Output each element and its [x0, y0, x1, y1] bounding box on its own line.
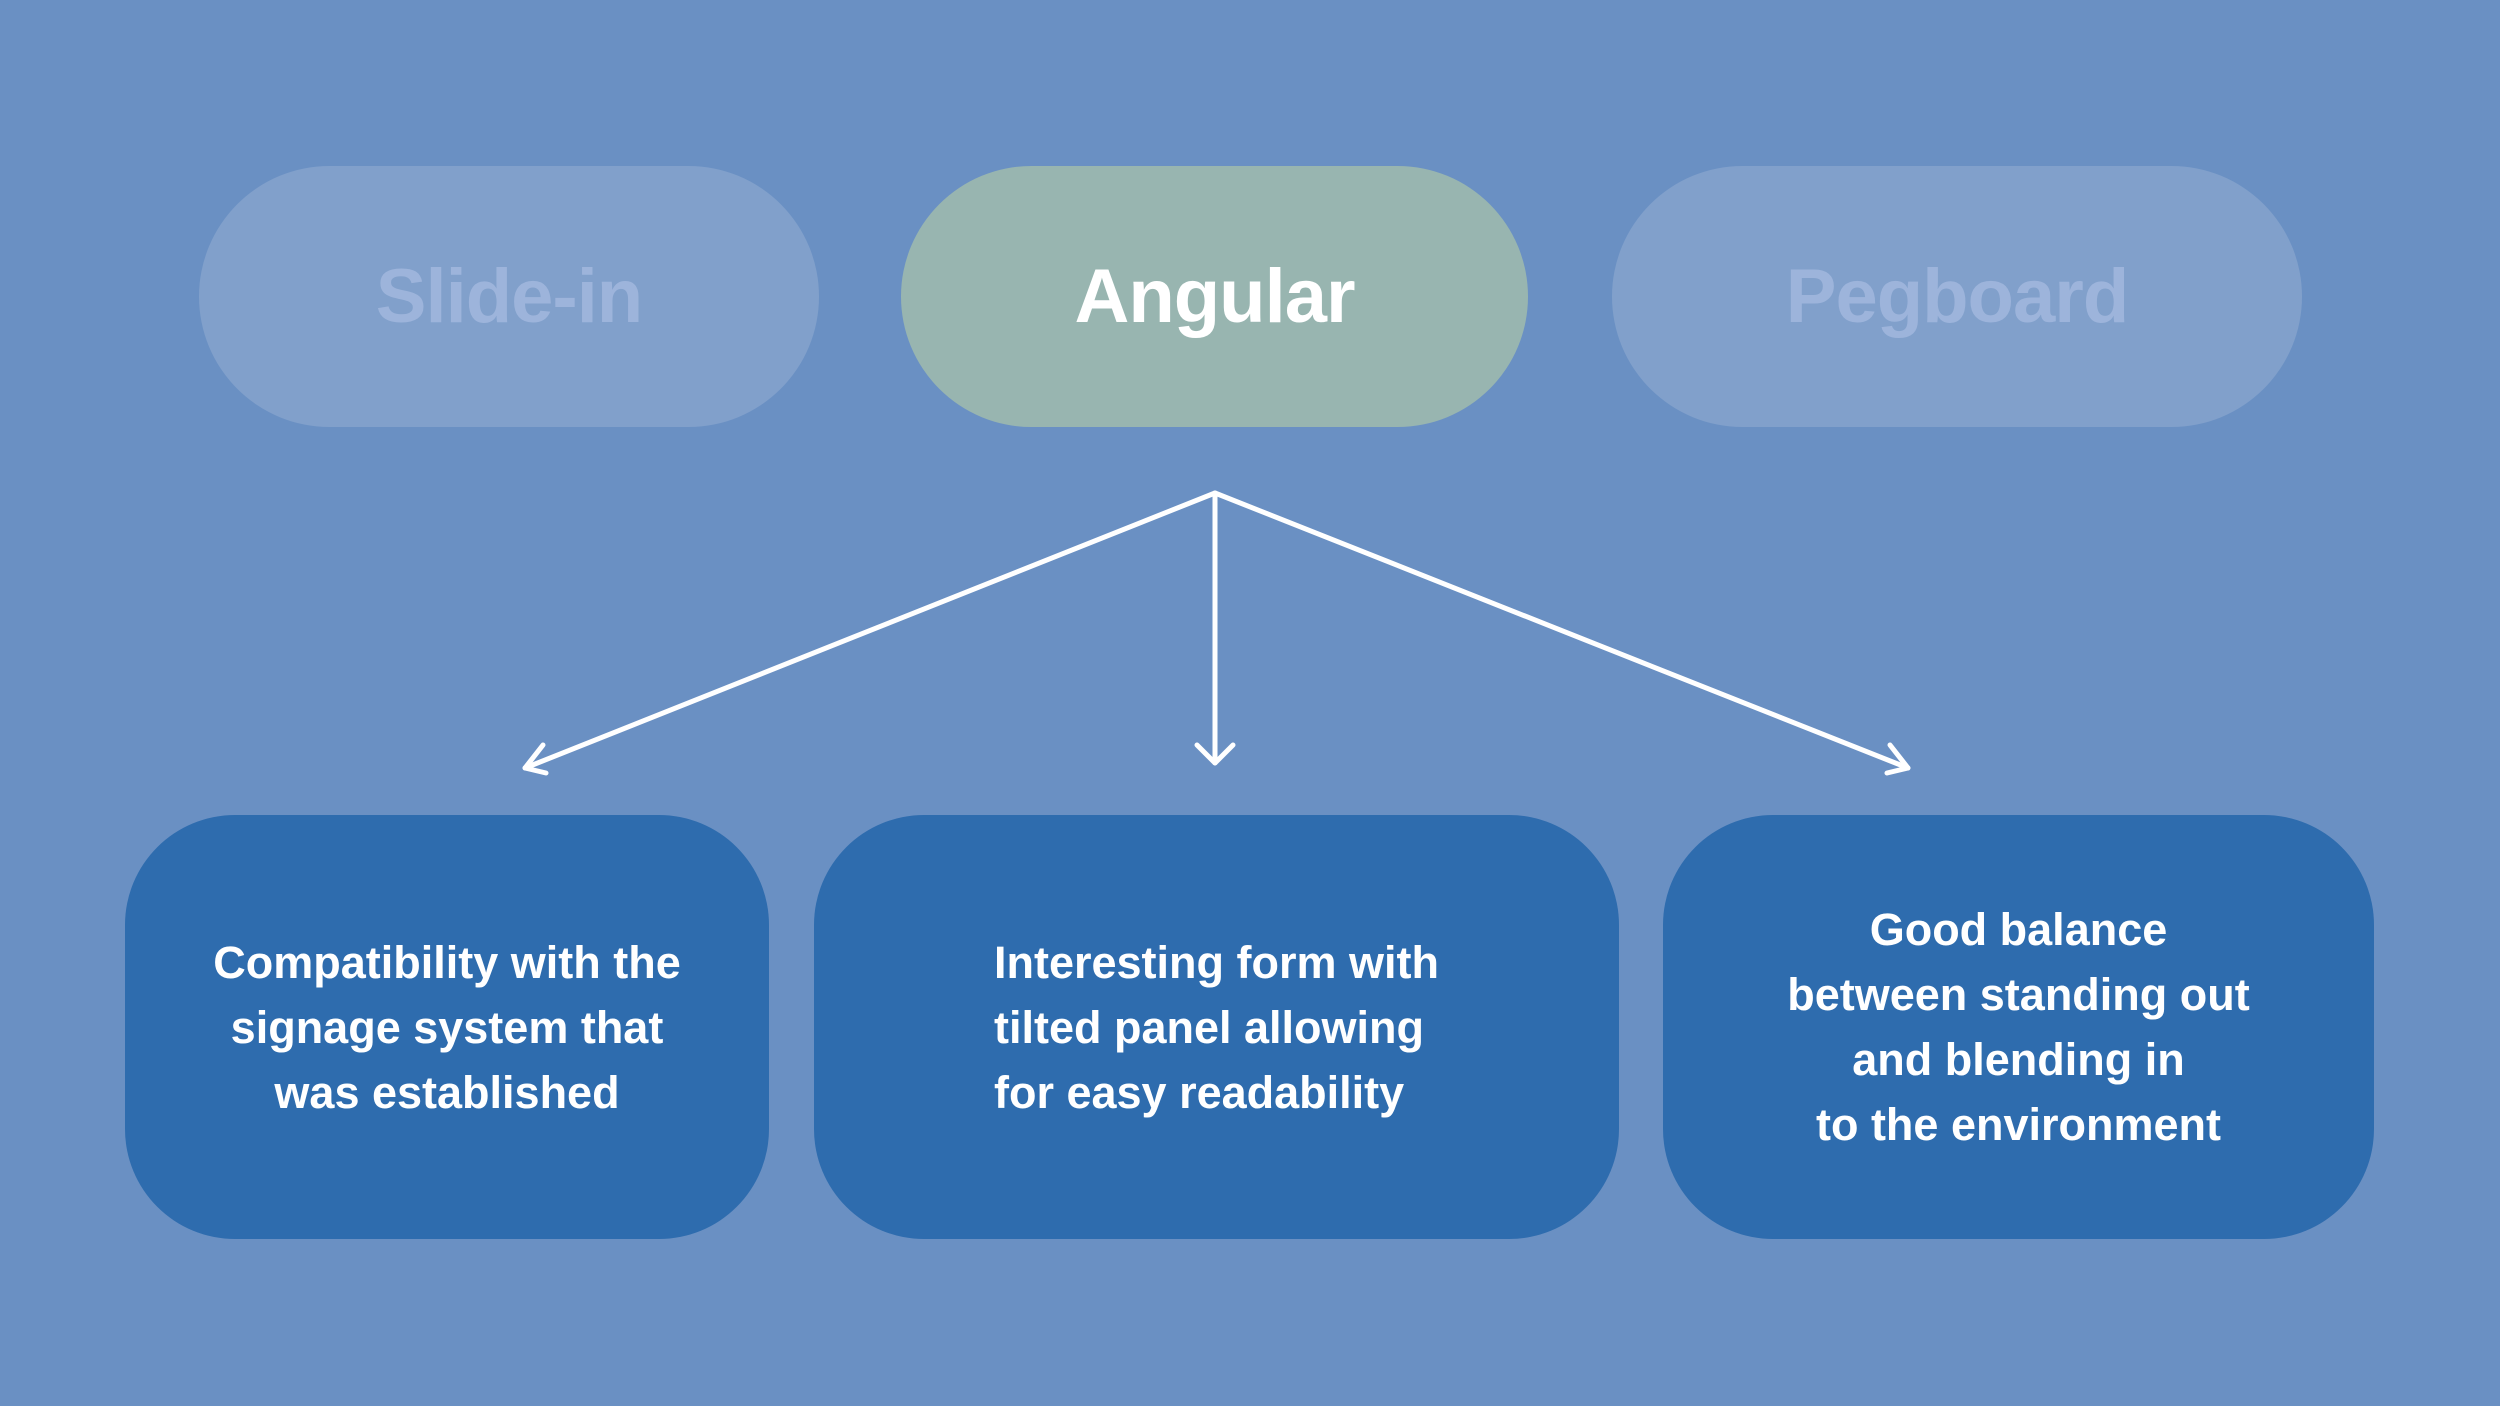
arrow-left-head-icon — [522, 742, 549, 776]
arrow-right-line — [1212, 490, 1911, 771]
option-label: Pegboard — [1785, 254, 2129, 339]
option-pegboard[interactable]: Pegboard — [1612, 166, 2302, 427]
reason-text: Compatibility with the signage system th… — [213, 936, 681, 1118]
reason-card-form: Interesting form with tilted panel allow… — [814, 815, 1619, 1239]
reason-text: Good balance between standing out and bl… — [1787, 904, 2250, 1150]
option-label: Slide-in — [375, 254, 643, 339]
arrow-center-head-icon — [1194, 742, 1236, 766]
reason-text: Interesting form with tilted panel allow… — [993, 936, 1439, 1118]
arrow-left-line — [522, 490, 1218, 771]
reason-card-balance: Good balance between standing out and bl… — [1663, 815, 2374, 1239]
arrow-right-head-icon — [1884, 742, 1911, 776]
option-slide-in[interactable]: Slide-in — [199, 166, 819, 427]
reason-card-compatibility: Compatibility with the signage system th… — [125, 815, 769, 1239]
option-angular[interactable]: Angular — [901, 166, 1528, 427]
option-label: Angular — [1074, 254, 1355, 339]
